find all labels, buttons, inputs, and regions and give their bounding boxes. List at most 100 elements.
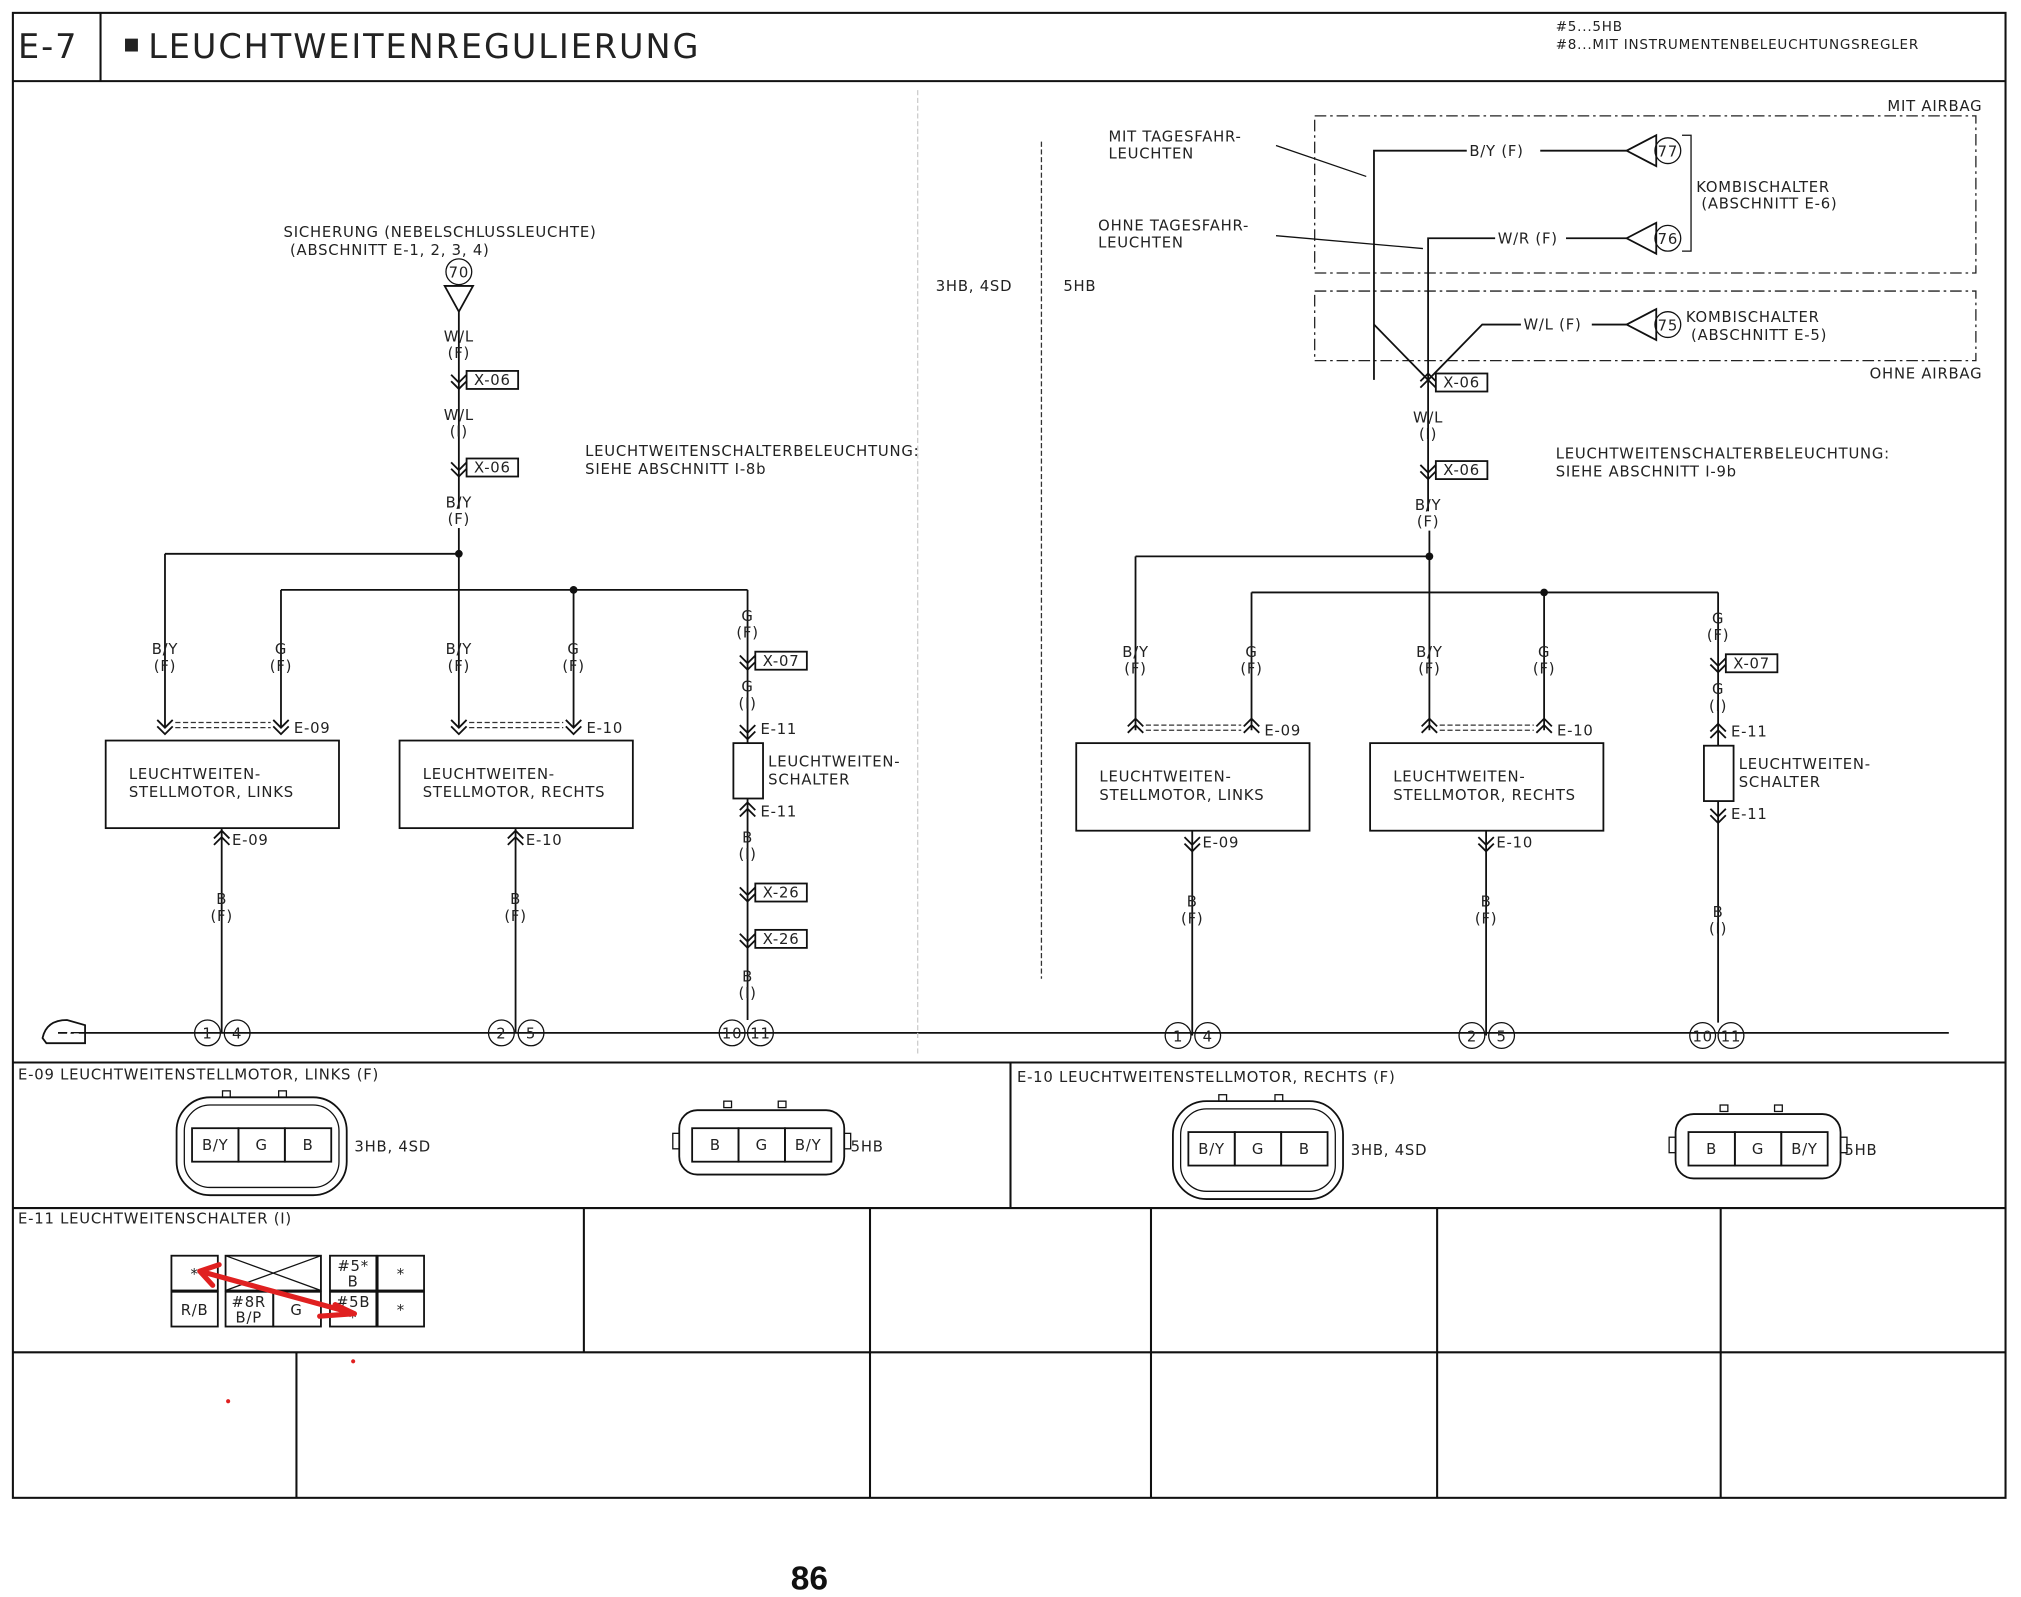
pin-number: 75 — [1658, 317, 1678, 334]
pin-cell — [1280, 1131, 1329, 1167]
wire-color: B/Y — [1416, 644, 1443, 661]
wire-color: G — [275, 641, 287, 658]
connector-chevron-icon — [1421, 717, 1438, 734]
connector-id: E-10 — [586, 720, 623, 737]
wire-type: (I) — [1419, 426, 1437, 443]
wire-color: B/Y — [152, 641, 179, 658]
connector-arrow-icon — [1624, 133, 1658, 168]
pin-circle — [445, 258, 473, 286]
wire-color: G — [1245, 644, 1257, 661]
connector-id: X-07 — [1733, 655, 1770, 672]
region-label: OHNE AIRBAG — [1870, 366, 1983, 383]
ground-label: G — [66, 1025, 81, 1045]
pin-circle — [746, 1019, 774, 1047]
pin-number: 10 — [1692, 1028, 1712, 1045]
wire-type: (F) — [1240, 661, 1262, 678]
component-name: STELLMOTOR, RECHTS — [1393, 787, 1576, 804]
connector-id-box — [465, 370, 520, 390]
connector-chevron-icon — [1709, 722, 1727, 739]
pin-cell — [272, 1290, 322, 1328]
wire-type: (F) — [448, 658, 470, 675]
variant-label: 3HB, 4SD — [936, 278, 1013, 295]
note: SIEHE ABSCHNITT I-9b — [1556, 464, 1737, 481]
connector-id: E-10 — [1496, 834, 1533, 851]
region-label: MIT AIRBAG — [1887, 98, 1982, 115]
connector-chevron-icon — [739, 724, 756, 741]
latch — [1719, 1104, 1729, 1113]
switch-box — [1703, 744, 1735, 802]
connector-chevron-icon — [450, 374, 468, 391]
pin-label: G — [290, 1302, 302, 1319]
pin-number: 1 — [202, 1026, 212, 1043]
connector-chevron-icon — [739, 886, 756, 903]
wire-color: B — [742, 829, 753, 846]
connector-title: E-10 LEUCHTWEITENSTELLMOTOR, RECHTS (F) — [1017, 1069, 1396, 1086]
wire — [1427, 237, 1627, 380]
wire-color: G — [741, 608, 753, 625]
connector-id-box — [465, 457, 520, 478]
variant-label: 5HB — [1063, 278, 1096, 295]
pin-wire-color: B — [303, 1137, 314, 1154]
note: #8...MIT INSTRUMENTENBELEUCHTUNGSREGLER — [1556, 37, 1919, 53]
wire-type: (F) — [1707, 627, 1729, 644]
connector-chevron-icon — [1709, 657, 1727, 674]
pin-number: 2 — [496, 1026, 506, 1043]
wire-color: W/L — [1413, 409, 1443, 426]
connector-id: X-06 — [474, 460, 511, 477]
pin-number: 4 — [1203, 1028, 1213, 1045]
wire-type: (F) — [154, 658, 176, 675]
variant-label: 5HB — [851, 1138, 884, 1155]
connector-chevron-icon — [739, 654, 756, 671]
latch — [723, 1100, 733, 1109]
wire-color: B — [1481, 894, 1492, 911]
connector-chevron-icon — [272, 719, 290, 736]
wire-type: (F) — [1181, 910, 1203, 927]
connector-id-box — [754, 882, 808, 903]
connector-chevron-icon — [1127, 717, 1144, 734]
component-name: SCHALTER — [768, 771, 850, 788]
pin-circle — [1717, 1021, 1745, 1049]
connector-chevron-icon — [450, 461, 468, 478]
bracket — [1682, 134, 1692, 252]
wire-type: (F) — [448, 345, 470, 362]
wire-type: (F) — [504, 908, 526, 925]
component-name: STELLMOTOR, LINKS — [1099, 787, 1264, 804]
ground-symbol-icon — [41, 1019, 86, 1045]
latch — [1274, 1094, 1284, 1102]
pin-circle — [1689, 1021, 1717, 1049]
wire-type: (F) — [1533, 661, 1555, 678]
connector-id: E-10 — [526, 832, 563, 849]
pin-number: 5 — [526, 1026, 536, 1043]
pin-label: #5* — [337, 1258, 369, 1275]
connector-chevron-icon — [213, 829, 231, 846]
connector-chevron-icon — [565, 719, 582, 736]
pin-wire-color: G — [256, 1137, 268, 1154]
wire-color: B/Y — [446, 641, 473, 658]
connector-id-box — [1434, 372, 1489, 393]
connector-outline — [175, 1096, 348, 1197]
connector-chevron-icon — [739, 933, 756, 950]
variant-label: 3HB, 4SD — [1351, 1142, 1428, 1159]
component-name: (ABSCHNITT E-6) — [1701, 196, 1837, 213]
connector-id-box — [1724, 653, 1779, 674]
note: OHNE TAGESFAHR- — [1098, 218, 1249, 235]
connector-arrow-icon — [1624, 307, 1658, 342]
wire-color: W/L — [444, 407, 474, 424]
connector-id: E-09 — [1264, 722, 1301, 739]
wire-type: (F) — [1124, 661, 1146, 678]
pin-number: 2 — [1467, 1028, 1477, 1045]
pin-circle — [1654, 224, 1682, 252]
pin-label: B — [348, 1274, 359, 1291]
ohne-airbag-region — [1314, 290, 1977, 362]
pin-wire-color: B — [710, 1137, 721, 1154]
pin-circle — [1488, 1021, 1516, 1049]
wire-color: B/Y (F) — [1469, 143, 1523, 160]
wire-color: W/L (F) — [1523, 317, 1581, 334]
component-name: LEUCHTWEITEN- — [129, 766, 261, 783]
connector-title: E-09 LEUCHTWEITENSTELLMOTOR, LINKS (F) — [18, 1066, 379, 1083]
wire-color: W/L — [444, 328, 474, 345]
annotation-dot — [226, 1399, 231, 1404]
pin-label: * — [397, 1266, 405, 1283]
bullet-icon — [125, 38, 138, 52]
pin-wire-color: G — [1752, 1141, 1764, 1158]
